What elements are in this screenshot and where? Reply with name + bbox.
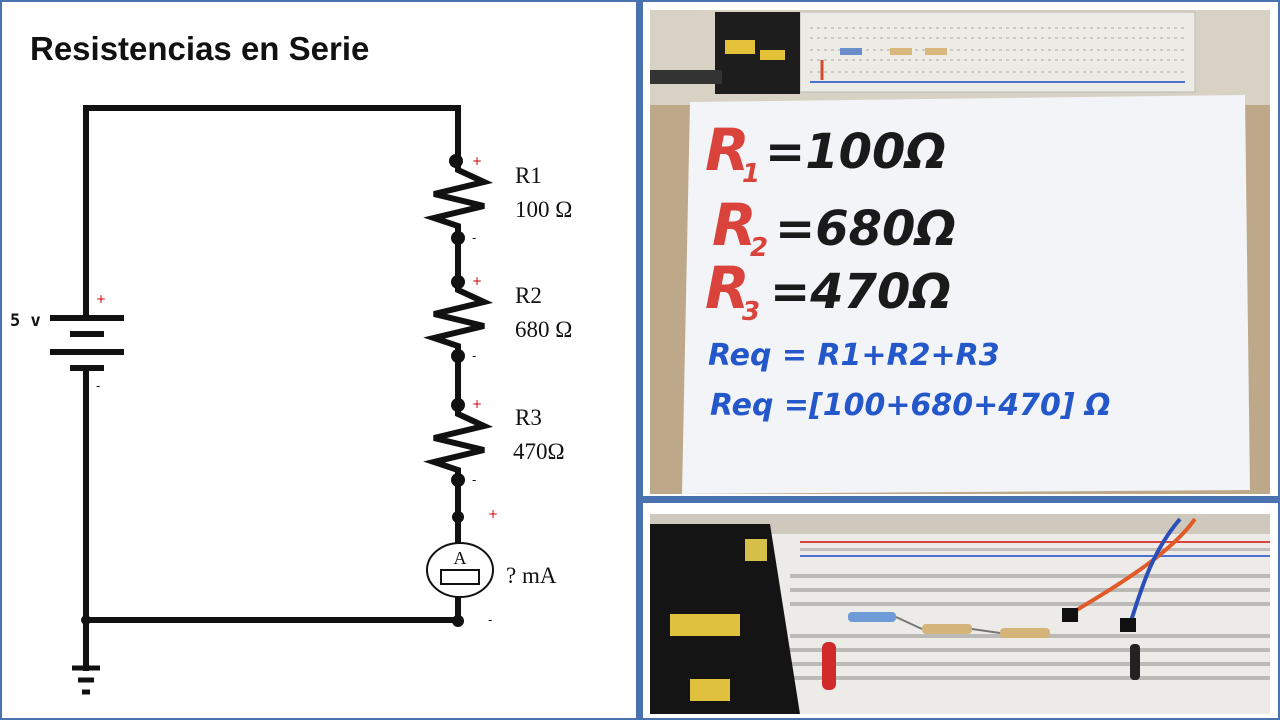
ammeter-letter: A (454, 548, 467, 568)
wb-r2-sub: 2 (750, 233, 768, 263)
whiteboard-card (682, 95, 1250, 494)
resistor-r1-symbol (423, 160, 494, 238)
blue-probe-lead (1128, 517, 1182, 625)
breadboard-photo (650, 514, 1270, 714)
whiteboard-photo-drawing: R 1 =100Ω R 2 =680Ω R 3 =470Ω Req = R1+R… (650, 10, 1270, 494)
battery-minus-sign: - (96, 379, 100, 393)
battery-plus-sign: + (96, 292, 106, 306)
resistor-blue (848, 612, 896, 622)
r2-name: R2 (515, 283, 542, 308)
red-jumper-wire (822, 642, 836, 690)
ammeter-shunt-box (440, 569, 480, 585)
node-r3-bottom (451, 473, 465, 487)
wb-r1-sub: 1 (742, 159, 760, 189)
wb-r3-sub: 3 (742, 297, 760, 327)
breadboard-body (710, 534, 1270, 714)
node-ammeter-bottom (452, 615, 464, 627)
series-circuit-diagram: A ? mA 5 v R1 100 Ω R2 680 Ω R3 470Ω + -… (10, 105, 572, 695)
breadboard-top (799, 11, 1196, 93)
wb-equation-1: Req = R1+R2+R3 (708, 338, 1000, 373)
source-voltage-label: 5 v (10, 311, 41, 331)
wb-r1-letter: R (705, 116, 750, 184)
node-ground-junction (81, 615, 91, 625)
r3-name: R3 (515, 405, 542, 430)
wb-r3-letter: R (705, 254, 750, 322)
r3-value: 470Ω (513, 439, 565, 464)
node-ammeter-top (452, 511, 464, 523)
red-probe-lead (1068, 517, 1197, 616)
wire-bottom (83, 595, 461, 623)
ammeter-plus-sign: + (488, 507, 498, 521)
resistor-tan-2 (1000, 628, 1050, 638)
resistor-r2-symbol (423, 282, 494, 356)
r2-minus-sign: - (472, 349, 476, 363)
wire-top (83, 105, 461, 163)
r1-name: R1 (515, 163, 542, 188)
wb-equation-2: Req =[100+680+470] Ω (710, 388, 1111, 423)
resistor-r3-symbol (423, 404, 494, 480)
wb-r2-value: =680Ω (775, 201, 956, 257)
slide-title: Resistencias en Serie (30, 30, 370, 67)
r2-value: 680 Ω (515, 317, 572, 342)
r1-plus-sign: + (472, 154, 482, 168)
node-r2-bottom (451, 349, 465, 363)
horizontal-divider (643, 496, 1280, 503)
node-r3-top (451, 398, 465, 412)
r1-minus-sign: - (472, 231, 476, 245)
r1-value: 100 Ω (515, 197, 572, 222)
resistor-tan-1 (922, 624, 972, 634)
node-r2-top (451, 275, 465, 289)
r3-minus-sign: - (472, 473, 476, 487)
whiteboard-photo: R 1 =100Ω R 2 =680Ω R 3 =470Ω Req = R1+R… (650, 10, 1270, 494)
ammeter-minus-sign: - (488, 613, 492, 627)
node-r1-bottom (451, 231, 465, 245)
wb-r1-value: =100Ω (765, 124, 946, 180)
ammeter-reading: ? mA (506, 563, 557, 588)
r2-plus-sign: + (472, 274, 482, 288)
breadboard-photo-drawing (650, 514, 1270, 714)
wb-r2-letter: R (712, 191, 757, 259)
node-r1-top (449, 154, 463, 168)
r3-plus-sign: + (472, 397, 482, 411)
vertical-divider (636, 0, 643, 720)
wb-r3-value: =470Ω (770, 264, 951, 320)
